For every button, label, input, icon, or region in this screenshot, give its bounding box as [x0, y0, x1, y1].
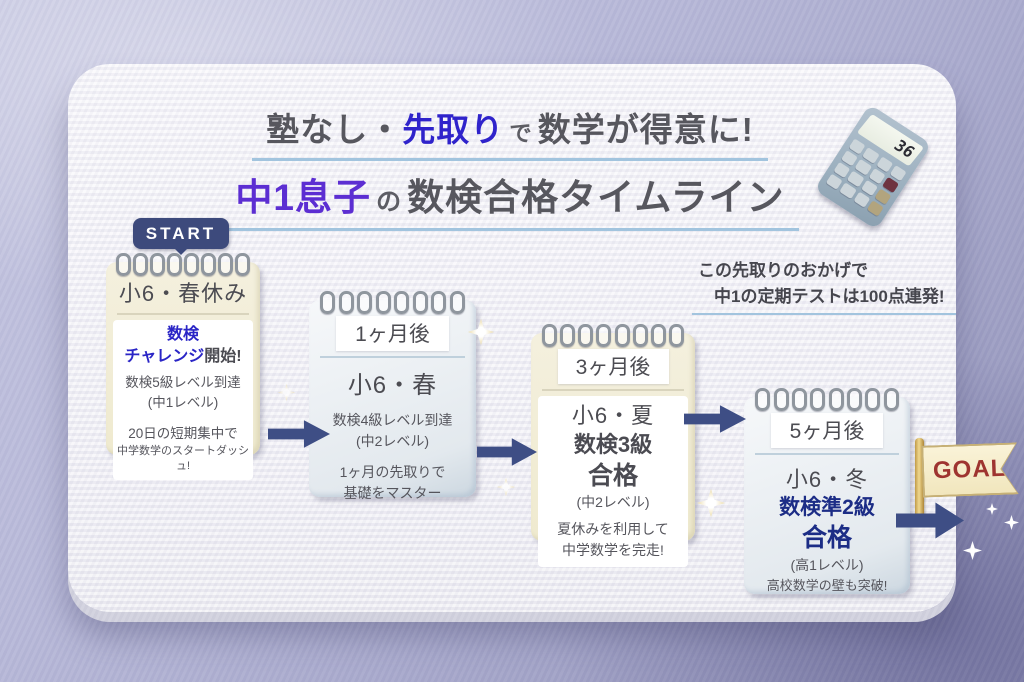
binder-ring-icon	[412, 291, 428, 314]
title-line1: 塾なし・先取りで数学が得意に!	[140, 103, 880, 161]
sparkle-icon	[986, 503, 998, 515]
binder-ring-icon	[320, 291, 336, 314]
title-block: 塾なし・先取りで数学が得意に! 中1息子の数検合格タイムライン	[140, 103, 880, 231]
sparkle-icon	[1004, 515, 1019, 530]
card4-header: 小6・冬	[785, 467, 869, 492]
card4-line2: 高校数学の壁も突破!	[766, 577, 888, 593]
binder-ring-icon	[883, 388, 899, 411]
binder-ring-icon	[846, 388, 862, 411]
card2-divider	[320, 356, 465, 358]
binder-ring-icon	[560, 324, 576, 347]
card1-em1: 数検	[166, 326, 199, 343]
title-line1-gray: 塾なし・	[266, 111, 403, 148]
binder-ring-icon	[650, 324, 666, 347]
binder-ring-icon	[596, 324, 612, 347]
card2-line1: 数検4級レベル到達	[332, 412, 453, 428]
card1-line4: 中学数学のスタートダッシュ!	[117, 444, 249, 473]
binder-ring-icon	[578, 324, 594, 347]
card4-line1: (高1レベル)	[790, 556, 864, 573]
card3-tab: 3ヶ月後	[557, 349, 669, 384]
binder-ring-icon	[357, 291, 373, 314]
binder-ring-icon	[449, 291, 465, 314]
binder-ring-icon	[632, 324, 648, 347]
timeline-card-3: 3ヶ月後 小6・夏 数検3級 合格 (中2レベル) 夏休みを利用して 中学数学を…	[531, 324, 695, 568]
card2-line2: (中2レベル)	[355, 433, 430, 449]
binder-rings	[752, 388, 902, 411]
title-line2: 中1息子の数検合格タイムライン	[140, 167, 880, 231]
binder-ring-icon	[865, 388, 881, 411]
card3-line1: (中2レベル)	[576, 494, 650, 511]
card1-line2: (中1レベル)	[147, 395, 219, 411]
card1-header: 小6・春休み	[118, 281, 248, 306]
timeline-card-2: 1ヶ月後 小6・春 数検4級レベル到達 (中2レベル) 1ヶ月の先取りで 基礎を…	[309, 291, 476, 501]
binder-ring-icon	[375, 291, 391, 314]
card3-line3: 中学数学を完走!	[562, 542, 664, 559]
binder-ring-icon	[810, 388, 826, 411]
card2-line4: 基礎をマスター	[343, 485, 442, 501]
binder-rings	[114, 253, 252, 276]
side-note: この先取りのおかげで 中1の定期テストは100点連発!	[692, 258, 956, 315]
card1-em2-blue: チャレンジ	[124, 347, 205, 365]
binder-rings	[539, 324, 687, 347]
binder-ring-icon	[116, 253, 131, 276]
binder-ring-icon	[542, 324, 558, 347]
card1-em2: チャレンジ開始!	[115, 346, 251, 368]
binder-ring-icon	[668, 324, 684, 347]
start-badge: START	[133, 218, 229, 255]
binder-ring-icon	[755, 388, 771, 411]
side-note-line1: この先取りのおかげで	[698, 261, 868, 280]
title-line2-tail: 数検合格タイムライン	[407, 177, 785, 218]
card4-body: 小6・冬 数検準2級 合格 (高1レベル) 高校数学の壁も突破!	[751, 460, 903, 601]
title-line1-tail: 数学が得意に!	[537, 111, 754, 148]
binder-ring-icon	[828, 388, 844, 411]
binder-ring-icon	[184, 253, 199, 276]
binder-ring-icon	[235, 253, 250, 276]
binder-ring-icon	[338, 291, 354, 314]
binder-rings	[317, 291, 468, 314]
goal-flag: GOAL	[921, 442, 1019, 497]
title-line1-particle: で	[509, 121, 533, 146]
binder-ring-icon	[773, 388, 789, 411]
binder-ring-icon	[394, 291, 410, 314]
binder-ring-icon	[431, 291, 447, 314]
card4-divider	[755, 453, 899, 455]
card3-em1: 数検3級	[573, 432, 653, 457]
card4-tab: 5ヶ月後	[770, 413, 884, 448]
binder-ring-icon	[150, 253, 165, 276]
binder-ring-icon	[167, 253, 182, 276]
card2-header: 小6・春	[347, 372, 438, 399]
card4-em2: 合格	[801, 524, 852, 553]
timeline-card-1: 小6・春休み 数検 チャレンジ開始! 数検5級レベル到達 (中1レベル) 20日…	[106, 253, 260, 480]
card4-em1: 数検準2級	[779, 496, 875, 519]
card3-line2: 夏休みを利用して	[557, 521, 669, 538]
sparkle-icon	[963, 541, 982, 560]
goal-flagpole	[915, 438, 924, 522]
card1-divider	[117, 313, 249, 315]
card1-line3: 20日の短期集中で	[128, 425, 238, 441]
goal-flag-label: GOAL	[923, 444, 1017, 495]
card2-tab: 1ヶ月後	[335, 316, 450, 351]
title-line2-highlight: 中1息子	[235, 177, 371, 218]
card3-body: 小6・夏 数検3級 合格 (中2レベル) 夏休みを利用して 中学数学を完走!	[538, 396, 688, 568]
binder-ring-icon	[201, 253, 216, 276]
binder-ring-icon	[791, 388, 807, 411]
side-note-line2: 中1の定期テストは100点連発!	[692, 284, 956, 315]
card3-em2: 合格	[587, 461, 638, 490]
card3-header: 小6・夏	[571, 403, 655, 428]
card1-em2-gray: 開始!	[204, 347, 242, 365]
card3-divider	[542, 389, 684, 391]
card2-body: 小6・春 数検4級レベル到達 (中2レベル) 1ヶ月の先取りで 基礎をマスター	[316, 363, 469, 510]
title-line1-highlight: 先取り	[402, 111, 505, 148]
binder-ring-icon	[218, 253, 233, 276]
card2-line3: 1ヶ月の先取りで	[339, 464, 446, 480]
card1-line1: 数検5級レベル到達	[125, 375, 241, 391]
timeline-card-4: 5ヶ月後 小6・冬 数検準2級 合格 (高1レベル) 高校数学の壁も突破!	[744, 388, 910, 594]
title-line2-particle: の	[375, 188, 403, 216]
binder-ring-icon	[133, 253, 148, 276]
card1-body: 数検 チャレンジ開始! 数検5級レベル到達 (中1レベル) 20日の短期集中で …	[113, 320, 253, 480]
binder-ring-icon	[614, 324, 630, 347]
